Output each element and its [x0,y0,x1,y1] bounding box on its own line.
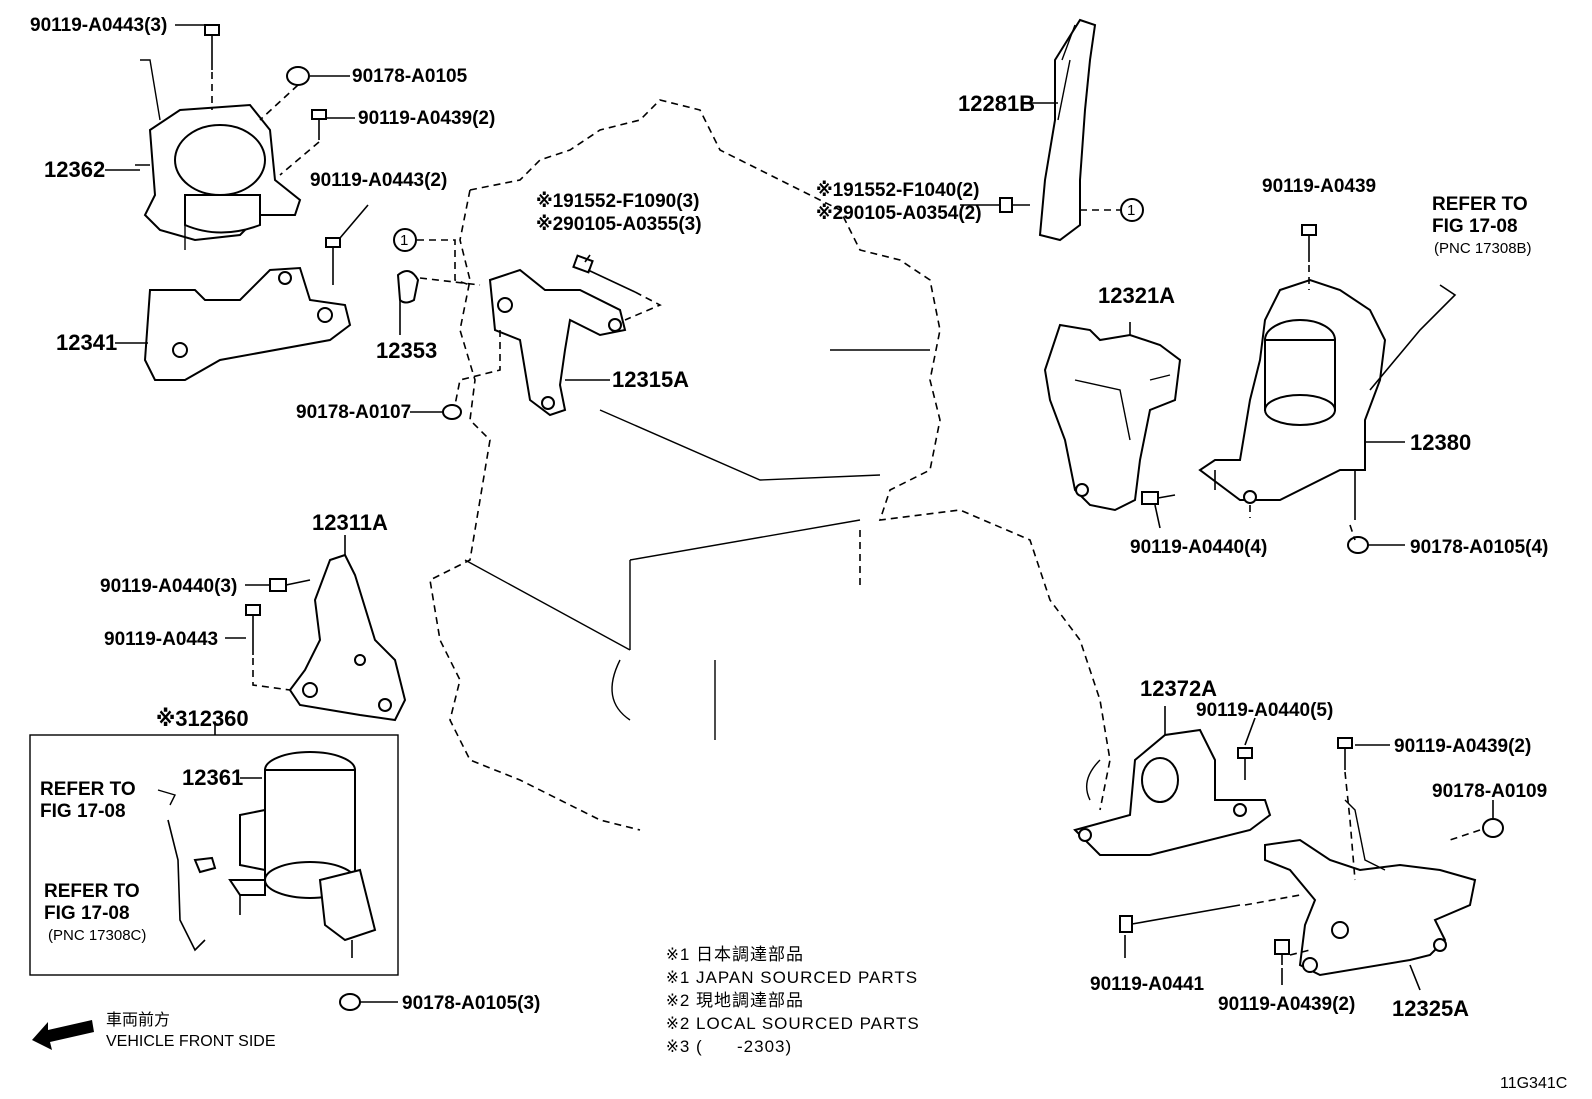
label-90119-A0443-3: 90119-A0443(3) [30,15,167,36]
part-12311A-bracket [245,553,407,722]
part-12281B-stay [999,18,1144,242]
front-arrow-icon [32,1020,94,1050]
label-12361: 12361 [182,765,243,790]
vehicle-front-indicator: 車両前方 VEHICLE FRONT SIDE [32,1011,276,1050]
note-line-4: ※2 LOCAL SOURCED PARTS [666,1014,920,1033]
refer-to-3-line3: (PNC 17308C) [48,927,146,944]
part-labels: 90119-A0443(3) 90178-A0105 90119-A0439(2… [30,15,1548,1021]
leader-lines [105,24,1494,1003]
label-90178-A0107: 90178-A0107 [296,402,411,423]
front-label-jp: 車両前方 [106,1011,170,1029]
engine-outline [429,99,1111,831]
part-12325A-bracket [1119,737,1504,977]
label-90119-A0439-2-right: 90119-A0439(2) [1394,736,1531,757]
label-90119-A0441: 90119-A0441 [1090,974,1205,995]
label-12281B: 12281B [958,91,1035,116]
part-12353 [393,228,420,304]
label-12325A: 12325A [1392,996,1469,1021]
part-12362-mount [135,24,302,250]
label-90119-A0439: 90119-A0439 [1262,176,1376,197]
label-90105-A0354: ※290105-A0354(2) [816,203,982,224]
label-12360: ※312360 [156,706,249,731]
refer-to-2-line2: FIG 17-08 [40,801,126,822]
part-12315A-bracket [488,254,636,417]
label-90178-A0109: 90178-A0109 [1432,781,1547,802]
nut-90178-A0107 [442,404,462,420]
sourcing-notes: ※1 日本調達部品 ※1 JAPAN SOURCED PARTS ※2 現地調達… [666,945,920,1056]
label-90178-A0105: 90178-A0105 [352,66,468,87]
label-90119-A0439-2: 90119-A0439(2) [358,108,495,129]
label-90119-A0443: 90119-A0443 [104,629,218,650]
note-line-1: ※1 日本調達部品 [666,945,804,964]
label-90178-A0105-3: 90178-A0105(3) [402,993,540,1014]
label-12362: 12362 [44,157,105,182]
label-12380: 12380 [1410,430,1471,455]
label-90119-A0440-3: 90119-A0440(3) [100,576,237,597]
label-91552-F1090: ※191552-F1090(3) [536,191,699,212]
label-90119-A0439-2-bottom: 90119-A0439(2) [1218,994,1355,1015]
label-90105-A0355: ※290105-A0355(3) [536,214,702,235]
refer-to-2-line1: REFER TO [40,779,136,800]
refer-to-line3: (PNC 17308B) [1434,240,1532,257]
circle-ref-1-right: 1 [1127,202,1135,219]
label-12315A: 12315A [612,367,689,392]
label-12372A: 12372A [1140,676,1217,701]
nut-90178-A0105-3 [339,993,361,1011]
part-12321A-bracket [1043,323,1182,512]
note-line-3: ※2 現地調達部品 [666,991,804,1010]
label-90119-A0440-4: 90119-A0440(4) [1130,537,1267,558]
figure-code: 11G341C [1500,1075,1567,1092]
label-12341: 12341 [56,330,117,355]
label-12353: 12353 [376,338,437,363]
note-line-2: ※1 JAPAN SOURCED PARTS [666,968,918,987]
label-12311A: 12311A [312,510,388,535]
refer-to-line2: FIG 17-08 [1432,216,1518,237]
refer-to-line1: REFER TO [1432,194,1528,215]
note-line-5: ※3 ( -2303) [666,1037,792,1056]
part-12361-mount [157,751,377,958]
label-90119-A0443-2: 90119-A0443(2) [310,170,447,191]
label-91552-F1040: ※191552-F1040(2) [816,180,979,201]
label-12321A: 12321A [1098,283,1175,308]
circle-ref-1-left: 1 [400,232,408,249]
refer-to-3-line1: REFER TO [44,881,140,902]
label-90119-A0440-5: 90119-A0440(5) [1196,700,1333,721]
part-12372A-mount [1073,728,1272,856]
part-12341-bracket [143,266,352,381]
refer-to-3-line2: FIG 17-08 [44,903,130,924]
label-90178-A0105-4: 90178-A0105(4) [1410,537,1548,558]
part-12360-box [29,734,399,976]
part-12380-mount [1198,224,1457,554]
front-label-en: VEHICLE FRONT SIDE [106,1033,276,1050]
